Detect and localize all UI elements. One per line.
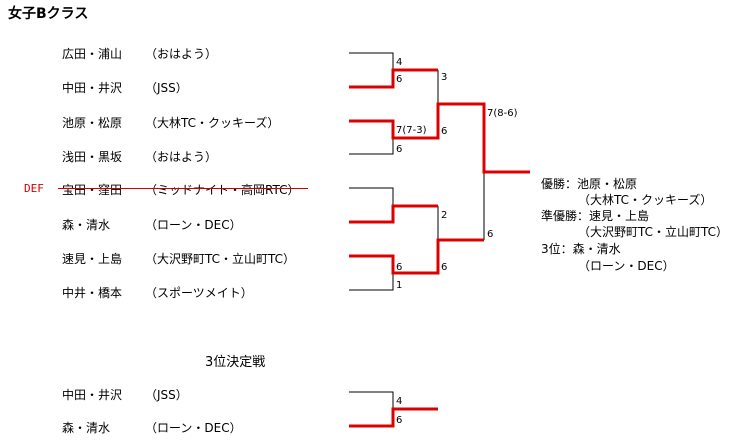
score-label: 3	[441, 72, 447, 83]
third-club: （ローン・DEC）	[578, 259, 675, 273]
default-label: DEF	[24, 182, 44, 195]
third-entry-pair: 森・清水	[62, 421, 111, 435]
third-place-title: 3位決定戦	[205, 355, 266, 370]
entry-club: （おはよう）	[145, 47, 218, 61]
entry-pair: 森・清水	[62, 218, 111, 232]
third-label: 3位：	[541, 242, 573, 256]
third-entry-pair: 中田・井沢	[62, 388, 123, 402]
score-label: 6	[441, 262, 447, 273]
bracket-line	[349, 52, 394, 69]
bracket-line	[349, 273, 394, 291]
winner-line	[349, 68, 438, 89]
runner-label: 準優勝：	[541, 209, 590, 223]
page-title: 女子Bクラス	[8, 6, 89, 22]
entry-club: （JSS）	[145, 81, 188, 95]
bracket-line	[349, 391, 394, 409]
default-strike-line	[58, 188, 308, 189]
score-label: 7(8-6)	[487, 108, 518, 119]
score-label: 6	[487, 229, 493, 240]
bracket-line	[349, 138, 394, 155]
runner-pair: 速見・上島	[589, 209, 650, 223]
entry-pair: 池原・松原	[62, 116, 123, 130]
entry-pair: 中田・井沢	[62, 81, 123, 95]
entry-club: （スポーツメイト）	[145, 286, 253, 300]
winner-label: 優勝：	[541, 177, 578, 191]
entry-club-defaulted: （ミッドナイト・高岡RTC）	[145, 183, 300, 197]
entry-pair: 中井・橋本	[62, 286, 123, 300]
entry-pair: 浅田・黒坂	[62, 150, 123, 164]
score-label: 6	[396, 262, 402, 273]
entry-club: （大林TC・クッキーズ）	[145, 116, 280, 130]
third-entry-club: （ローン・DEC）	[145, 421, 242, 435]
result-third: 3位：森・清水	[541, 240, 621, 257]
score-label: 6	[441, 126, 447, 137]
entry-pair: 速見・上島	[62, 252, 123, 266]
winner-club: （大林TC・クッキーズ）	[578, 193, 713, 207]
winner-line	[349, 102, 530, 174]
score-label: 6	[396, 74, 402, 85]
score-label: 2	[441, 210, 447, 221]
bracket-black-lines	[349, 52, 485, 409]
winner-pair: 池原・松原	[577, 177, 638, 191]
third-pair: 森・清水	[572, 242, 621, 256]
score-label: 1	[396, 280, 402, 291]
winner-line	[349, 238, 484, 275]
result-winner: 優勝：池原・松原	[541, 175, 637, 192]
result-runner-up: 準優勝：速見・上島	[541, 207, 649, 224]
entry-club: （ローン・DEC）	[145, 218, 242, 232]
entry-club: （おはよう）	[145, 150, 218, 164]
score-label: 7(7-3)	[396, 125, 427, 136]
bracket-line	[349, 187, 394, 206]
bracket-red-lines	[349, 68, 530, 428]
score-label: 4	[396, 396, 402, 407]
entry-pair: 広田・浦山	[62, 47, 123, 61]
score-label: 6	[396, 415, 402, 426]
entry-club: （大沢野町TC・立山町TC）	[145, 252, 296, 266]
third-entry-club: （JSS）	[145, 388, 188, 402]
score-label: 4	[396, 57, 402, 68]
runner-club: （大沢野町TC・立山町TC）	[578, 225, 729, 239]
winner-line	[349, 407, 438, 428]
winner-line	[349, 204, 438, 224]
entry-pair-defaulted: 宝田・窪田	[62, 183, 123, 197]
score-label: 6	[396, 144, 402, 155]
